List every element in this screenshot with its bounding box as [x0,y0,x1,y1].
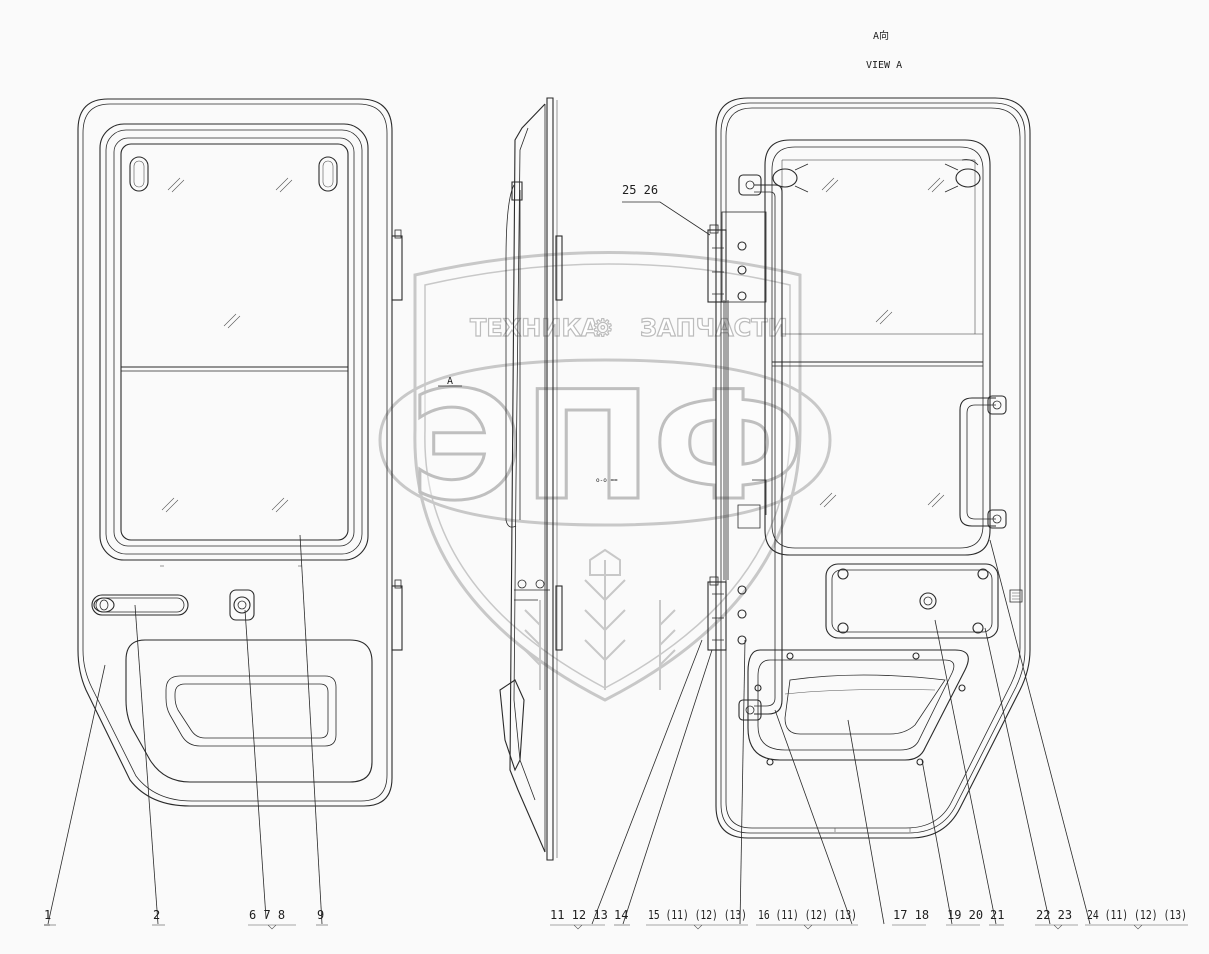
door-handle [91,594,189,616]
door-outline-inner [715,97,1031,839]
glass-mount [129,156,149,192]
glass-hatch-inner [819,177,945,508]
glass-mount [318,156,338,192]
lower-panel [125,639,373,783]
window-glass [120,143,349,541]
hinge-upper [391,229,403,301]
window-frame-inner [764,139,991,556]
callout-15: 15 (11) (12) (13) [648,908,747,922]
callout-1: 1 [44,908,51,922]
callout-9: 9 [317,908,324,922]
window-frame [99,123,369,561]
callout-6-7-8: 6 7 8 [249,908,285,922]
grab-rail [738,174,783,721]
door-interior-view [707,97,1031,839]
watermark-oval [378,358,832,527]
wheat-icon [524,548,676,690]
glass-bracket [944,159,981,193]
svg-text:o-o ==: o-o == [596,477,618,484]
watermark-shield [413,251,802,702]
watermark-text-1: ТЕХНИКА [470,314,600,342]
glass-bracket [772,163,809,193]
door-side-profile: A o-o == [438,97,618,861]
callout-2: 2 [153,908,160,922]
watermark-text-2: ЗАПЧАСТИ [640,314,788,342]
callout-underlines [44,924,1188,930]
section-marker: A [447,376,453,387]
callout-21: 21 [990,908,1004,922]
hinge-lower [391,579,403,651]
glass-hatch [161,177,293,513]
gear-icon: ⚙ [592,314,614,342]
storage-pocket [747,649,969,766]
hinge-strip-inner [707,211,767,651]
lock-cylinder [229,589,255,621]
callout-16: 16 (11) (12) (13) [758,908,857,922]
watermark-logo: ЭПФ [410,360,805,534]
callout-24: 24 (11) (12) (13) [1087,908,1187,922]
callout-14: 14 [614,908,628,922]
callout-19-20: 19 20 [947,908,983,922]
callout-11-12-13: 11 12 13 [550,908,608,922]
lock-cover-plate [825,563,1023,639]
watermark: ТЕХНИКА ⚙ ЗАПЧАСТИ ЭПФ [378,251,832,702]
view-a-title-cn: A向 [873,29,889,42]
door-exterior-view [77,98,403,807]
callout-25-26: 25 26 [622,183,658,197]
door-outline [77,98,393,807]
view-a-title: VIEW A [866,60,902,71]
callout-22-23: 22 23 [1036,908,1072,922]
callout-17-18: 17 18 [893,908,929,922]
pull-handle [959,395,1007,529]
